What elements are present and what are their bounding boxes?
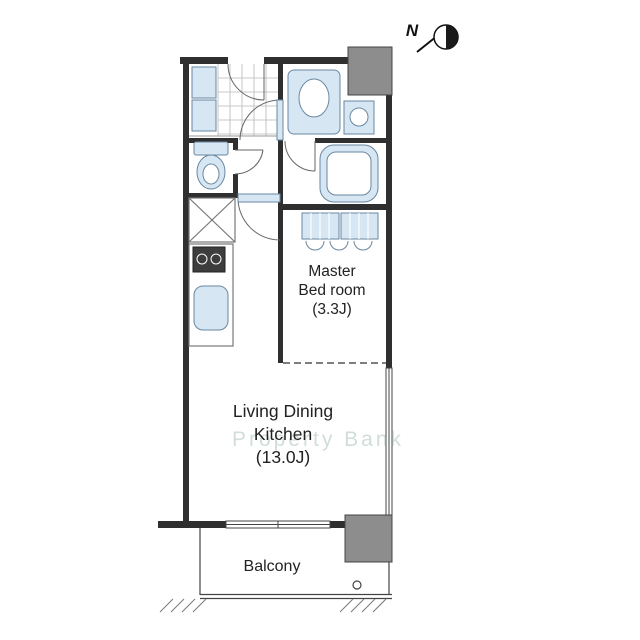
genkan-tile-grid: [217, 64, 278, 136]
ground-hatch: [159, 598, 387, 613]
compass-half-disc: [446, 25, 458, 49]
burner-right: [210, 253, 222, 265]
kitchen-closet-x: [188, 197, 236, 243]
closet-door-stripes: [310, 213, 369, 239]
entrance-door-arc: [227, 63, 265, 101]
kitchen-counter: [188, 243, 234, 347]
hall-door-leaf: [237, 193, 281, 203]
kitchen-sink: [193, 285, 229, 331]
washbasin-sink: [298, 78, 330, 118]
kitchen: [188, 197, 236, 347]
walls: [158, 57, 392, 528]
toilet-tank: [193, 141, 229, 156]
pillars: [344, 46, 393, 563]
stove: [192, 246, 226, 273]
hanger-scallops: [305, 240, 373, 251]
master-bedroom-label-line2: Bed room: [298, 282, 365, 299]
room-labels: Master Bed room (3.3J) Living Dining Kit…: [233, 263, 366, 575]
washroom-door-arc: [239, 99, 281, 141]
shoe-cabinet-upper: [191, 66, 217, 99]
ldk-label-line2: Kitchen: [254, 424, 312, 444]
windows: [225, 367, 393, 529]
master-bedroom-label-line1: Master: [308, 263, 355, 280]
pillar-bottom-right: [344, 514, 393, 563]
doors: [227, 63, 316, 241]
north-label: N: [406, 21, 419, 40]
bath-door-arc: [284, 140, 316, 172]
toilet-bowl-inner: [202, 163, 220, 185]
compass: N: [406, 21, 459, 53]
watermark: Property Bank: [232, 428, 404, 451]
balcony-outline: [199, 528, 392, 600]
balcony-drain: [352, 580, 362, 590]
ldk-size: (13.0J): [256, 447, 310, 467]
master-bedroom-size: (3.3J): [312, 301, 352, 318]
burner-left: [196, 253, 208, 265]
balcony-label: Balcony: [244, 558, 301, 575]
fixture-details: [202, 78, 372, 196]
washroom-door-leaf: [276, 99, 284, 141]
hall-door-arc: [237, 197, 281, 241]
toilet-door-arc: [234, 149, 264, 175]
pillar-top-right: [347, 46, 393, 96]
shoe-cabinet-lower: [191, 99, 217, 132]
washing-machine-drain: [349, 107, 369, 127]
ldk-label-line1: Living Dining: [233, 401, 333, 421]
bathtub-inner: [326, 151, 372, 196]
stove-top: [192, 246, 226, 273]
